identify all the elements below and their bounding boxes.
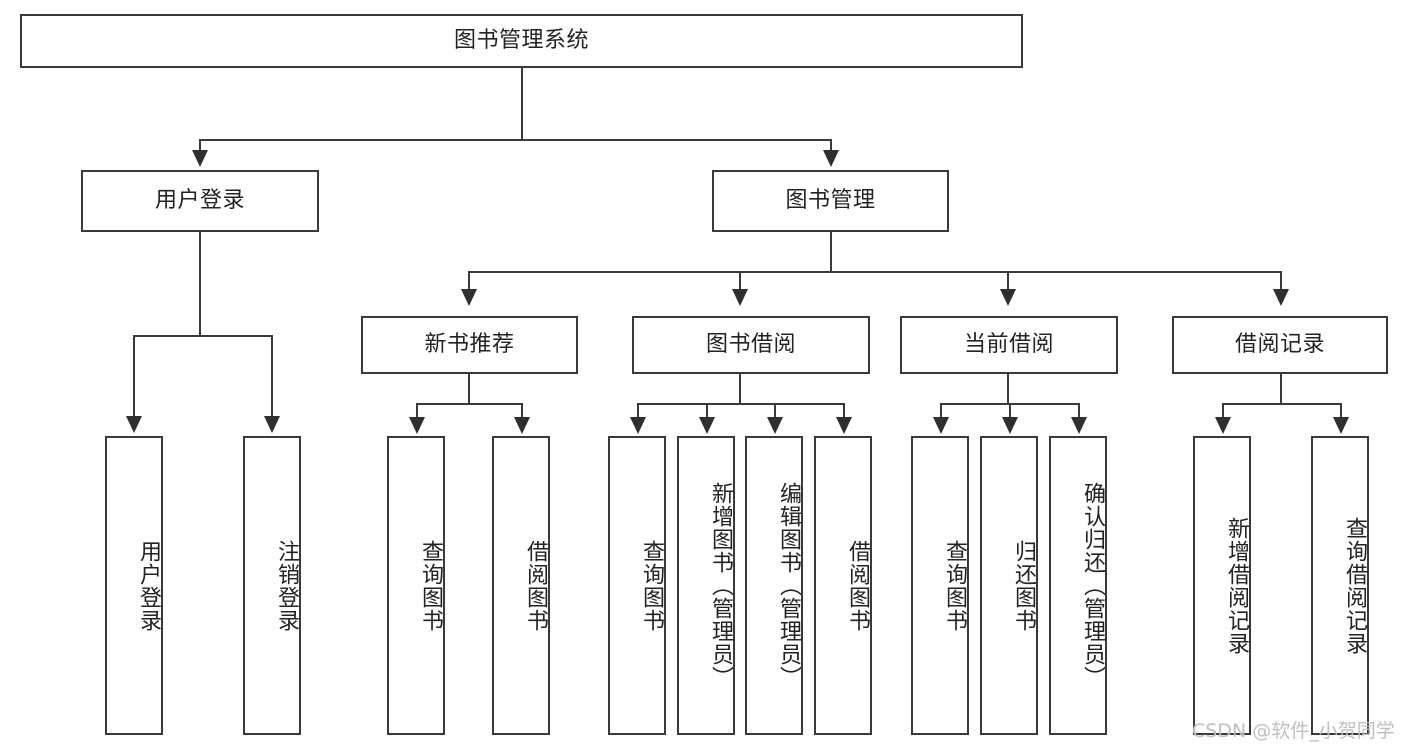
node-label: 用户登录 [136, 539, 161, 632]
connector-newbook-drop-1 [416, 403, 418, 419]
leaf-newbook-query-book[interactable]: 查询图书 [387, 436, 445, 735]
node-label: 用户登录 [154, 188, 245, 214]
connector-root-stem [521, 68, 523, 139]
arrow-bookmgmt-to-current [1000, 289, 1016, 306]
csdn-watermark: CSDN @软件_小贺同学 [1192, 720, 1395, 742]
leaf-user-login[interactable]: 用户登录 [105, 436, 163, 735]
arrow-bookborrow-leaf-4 [836, 417, 852, 434]
node-label: 归还图书 [1011, 539, 1036, 632]
node-label: 借阅图书 [523, 539, 548, 632]
connector-login-drop-1 [133, 335, 135, 418]
connector-root-to-bookmgmt [830, 139, 832, 153]
connector-login-drop-2 [271, 335, 273, 418]
arrow-newbook-leaf-2 [514, 417, 530, 434]
node-user-login[interactable]: 用户登录 [81, 170, 319, 232]
node-label: 图书管理 [785, 188, 876, 214]
connector-root-to-login [199, 139, 201, 153]
arrow-borrowrecord-leaf-2 [1333, 417, 1349, 434]
connector-root-bus [199, 139, 831, 141]
node-borrow-record[interactable]: 借阅记录 [1172, 316, 1388, 374]
arrow-login-leaf-2 [264, 416, 280, 433]
leaf-borrowrecord-query-record[interactable]: 查询借阅记录 [1311, 436, 1369, 735]
arrow-login-leaf-1 [126, 416, 142, 433]
connector-bookborrow-bus [637, 403, 844, 405]
node-label: 注销登录 [274, 539, 299, 632]
node-label: 新增借阅记录 [1224, 516, 1249, 655]
connector-bookmgmt-drop-1 [468, 271, 470, 291]
connector-borrowrecord-stem [1280, 374, 1282, 403]
arrow-currentborrow-leaf-3 [1071, 417, 1087, 434]
arrow-currentborrow-leaf-2 [1002, 417, 1018, 434]
node-label: 查询图书 [942, 539, 967, 632]
connector-borrowrecord-bus [1222, 403, 1340, 405]
leaf-bookborrow-query-book[interactable]: 查询图书 [608, 436, 666, 735]
connector-login-stem [199, 232, 201, 335]
node-label: 编辑图书（管理员） [776, 482, 801, 689]
node-book-management[interactable]: 图书管理 [712, 170, 949, 232]
node-new-book-recommend[interactable]: 新书推荐 [361, 316, 578, 374]
node-label: 查询图书 [418, 539, 443, 632]
connector-bookmgmt-drop-2 [739, 271, 741, 291]
node-label: 新书推荐 [424, 332, 515, 358]
connector-bookborrow-drop-4 [843, 403, 845, 419]
leaf-bookborrow-borrow-book[interactable]: 借阅图书 [814, 436, 872, 735]
arrow-currentborrow-leaf-1 [933, 417, 949, 434]
connector-bookmgmt-drop-3 [1007, 271, 1009, 291]
leaf-currentborrow-return-book[interactable]: 归还图书 [980, 436, 1038, 735]
arrow-bookmgmt-to-new-book [461, 289, 477, 306]
arrow-root-to-bookmgmt [823, 150, 839, 167]
arrow-borrowrecord-leaf-1 [1215, 417, 1231, 434]
connector-newbook-bus [416, 403, 521, 405]
leaf-bookborrow-add-book[interactable]: 新增图书（管理员） [677, 436, 735, 735]
node-label: 图书借阅 [705, 332, 796, 358]
connector-currentborrow-stem [1007, 374, 1009, 403]
connector-bookmgmt-drop-4 [1280, 271, 1282, 291]
node-label: 借阅记录 [1234, 332, 1325, 358]
connector-bookborrow-drop-3 [774, 403, 776, 419]
arrow-bookborrow-leaf-2 [699, 417, 715, 434]
connector-borrowrecord-drop-1 [1222, 403, 1224, 419]
leaf-currentborrow-query-book[interactable]: 查询图书 [911, 436, 969, 735]
leaf-newbook-borrow-book[interactable]: 借阅图书 [492, 436, 550, 735]
arrow-newbook-leaf-1 [409, 417, 425, 434]
arrow-bookmgmt-to-record [1273, 289, 1289, 306]
node-label: 确认归还（管理员） [1080, 482, 1105, 689]
connector-login-bus [133, 335, 271, 337]
leaf-logout-login[interactable]: 注销登录 [243, 436, 301, 735]
node-label: 新增图书（管理员） [708, 482, 733, 689]
node-label: 当前借阅 [963, 332, 1054, 358]
connector-currentborrow-drop-2 [1009, 403, 1011, 419]
leaf-currentborrow-confirm-return[interactable]: 确认归还（管理员） [1049, 436, 1107, 735]
node-label: 图书管理系统 [453, 28, 589, 54]
leaf-bookborrow-edit-book[interactable]: 编辑图书（管理员） [745, 436, 803, 735]
connector-borrowrecord-drop-2 [1340, 403, 1342, 419]
node-book-borrow[interactable]: 图书借阅 [632, 316, 870, 374]
arrow-bookborrow-leaf-3 [767, 417, 783, 434]
node-label: 查询图书 [639, 539, 664, 632]
connector-currentborrow-drop-1 [940, 403, 942, 419]
connector-newbook-drop-2 [521, 403, 523, 419]
connector-bookmgmt-bus [468, 271, 1280, 273]
connector-currentborrow-drop-3 [1078, 403, 1080, 419]
leaf-borrowrecord-add-record[interactable]: 新增借阅记录 [1193, 436, 1251, 735]
node-label: 借阅图书 [845, 539, 870, 632]
arrow-root-to-login [192, 150, 208, 167]
connector-bookmgmt-stem [830, 232, 832, 271]
connector-bookborrow-stem [739, 374, 741, 403]
connector-newbook-stem [468, 374, 470, 403]
arrow-bookmgmt-to-borrow [732, 289, 748, 306]
arrow-bookborrow-leaf-1 [630, 417, 646, 434]
connector-bookborrow-drop-1 [637, 403, 639, 419]
node-current-borrow[interactable]: 当前借阅 [900, 316, 1118, 374]
node-root-system[interactable]: 图书管理系统 [20, 14, 1023, 68]
connector-bookborrow-drop-2 [706, 403, 708, 419]
node-label: 查询借阅记录 [1342, 516, 1367, 655]
